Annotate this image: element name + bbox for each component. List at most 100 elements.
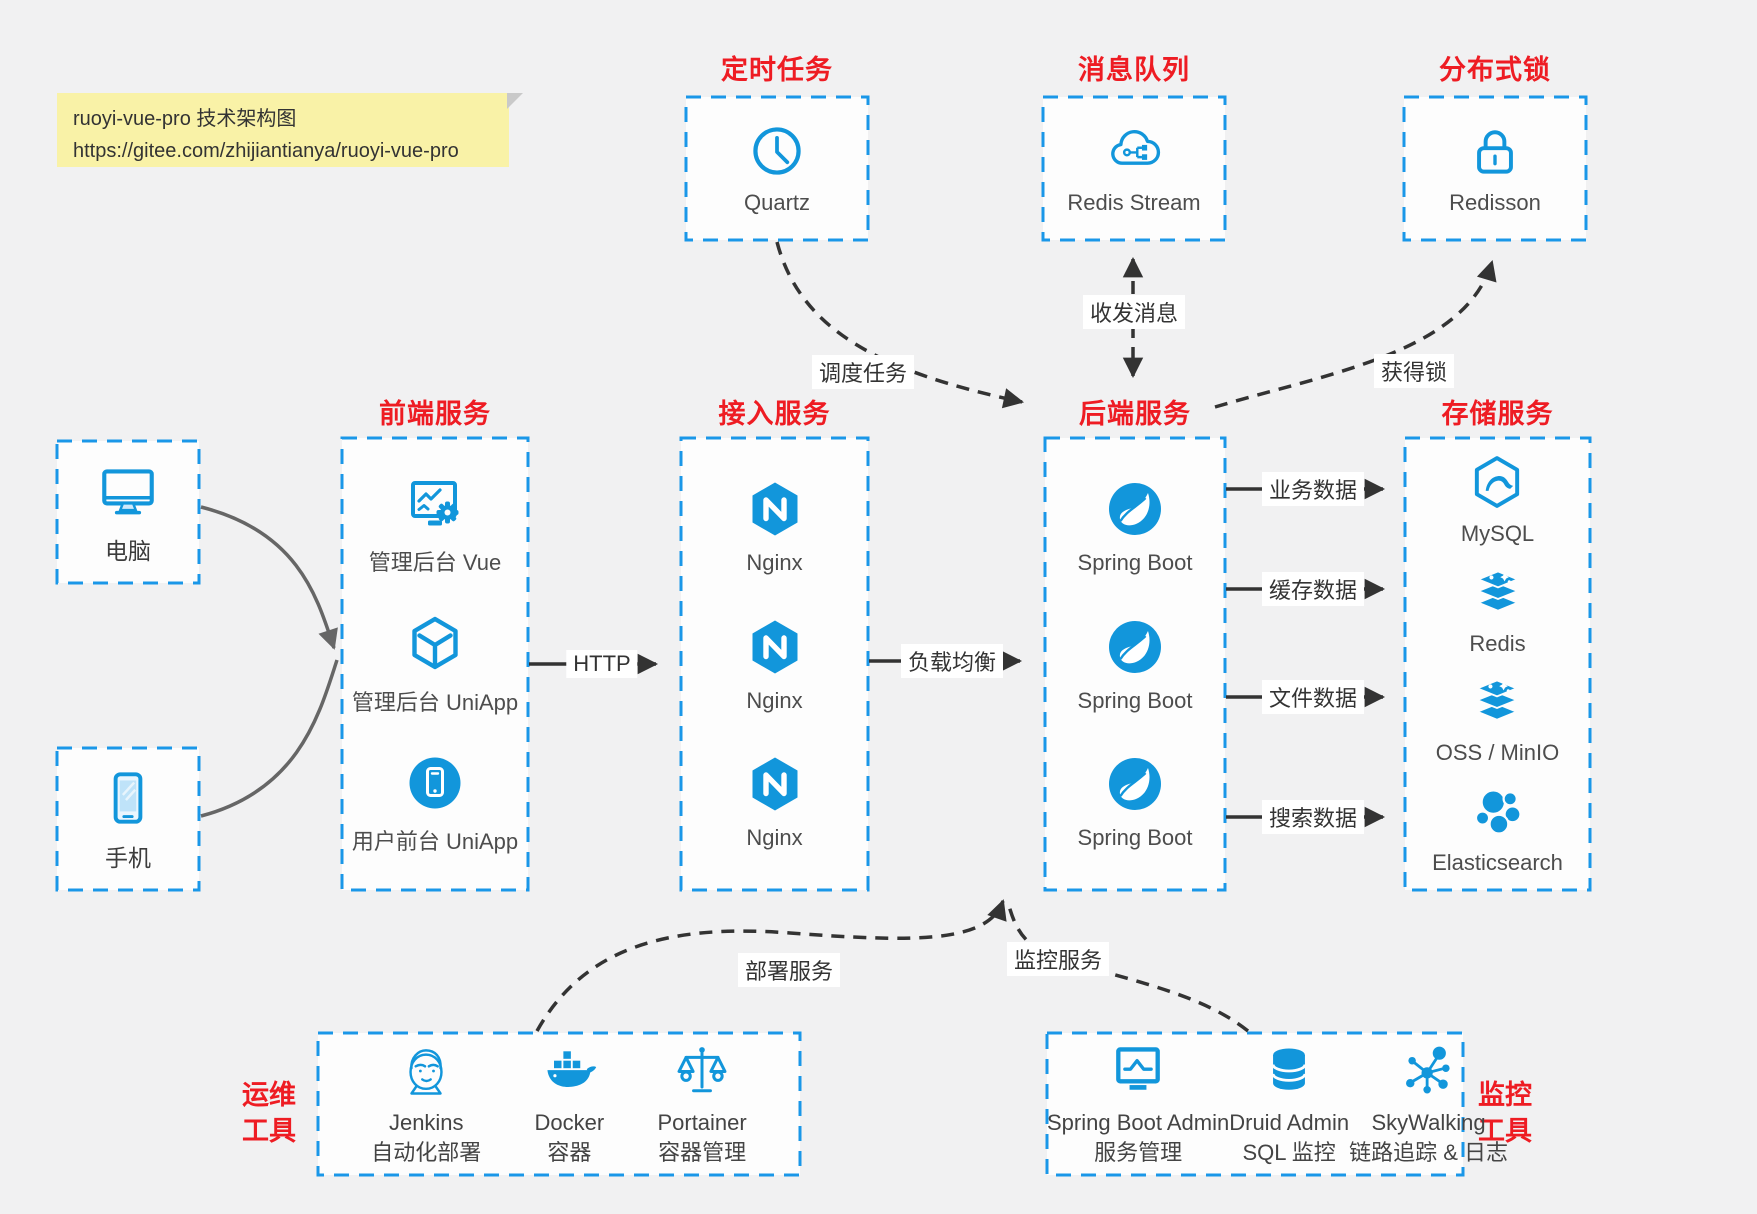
redisson-label: Redisson bbox=[1449, 190, 1541, 215]
gateway-item-nginx-2: Nginx bbox=[743, 615, 807, 714]
mysql-icon bbox=[1467, 452, 1527, 512]
backend-panel: Spring Boot Spring Boot Spring Boot bbox=[1045, 438, 1225, 890]
skywalking-icon bbox=[1399, 1041, 1459, 1101]
jenkins-icon bbox=[396, 1041, 456, 1101]
portainer-icon bbox=[672, 1041, 732, 1101]
ops-side-label: 运维 工具 bbox=[242, 1080, 296, 1146]
admin-vue-icon bbox=[403, 472, 467, 536]
nginx-label: Nginx bbox=[746, 549, 803, 575]
admin-uniapp-label: 管理后台 UniApp bbox=[351, 689, 519, 715]
elasticsearch-icon bbox=[1468, 781, 1528, 841]
elasticsearch-label: Elasticsearch bbox=[1432, 849, 1563, 875]
title-message-queue: 消息队列 bbox=[1078, 55, 1190, 85]
spring-boot-admin-icon bbox=[1108, 1041, 1168, 1101]
skywalking-sublabel: 链路追踪 & 日志 bbox=[1349, 1139, 1508, 1165]
note-url: https://gitee.com/zhijiantianya/ruoyi-vu… bbox=[73, 140, 459, 162]
title-distributed-lock: 分布式锁 bbox=[1439, 55, 1551, 85]
nginx-icon bbox=[743, 477, 807, 541]
storage-panel: MySQL Redis OSS / MinIO Elasticsearch bbox=[1405, 438, 1590, 890]
nginx-label: Nginx bbox=[746, 687, 803, 713]
gateway-panel: Nginx Nginx Nginx bbox=[681, 438, 868, 890]
spring-boot-icon bbox=[1103, 615, 1167, 679]
monitoring-panel: Spring Boot Admin 服务管理 Druid Admin SQL 监… bbox=[1047, 1033, 1508, 1175]
frontend-item-user-uniapp: 用户前台 UniApp bbox=[352, 751, 518, 856]
storage-item-oss: OSS / MinIO bbox=[1436, 671, 1559, 766]
druid-icon bbox=[1259, 1041, 1319, 1101]
redis-stream-box: Redis Stream bbox=[1043, 97, 1225, 240]
druid-label: Druid Admin bbox=[1229, 1110, 1350, 1136]
redis-stream-label: Redis Stream bbox=[1067, 190, 1201, 215]
edge-label-http: HTTP bbox=[566, 650, 638, 678]
redis-icon bbox=[1468, 562, 1528, 622]
docker-sublabel: 容器 bbox=[547, 1139, 592, 1165]
docker-label: Docker bbox=[534, 1110, 605, 1136]
edge-label-schedule: 调度任务 bbox=[811, 355, 915, 389]
frontend-panel: 管理后台 Vue 管理后台 UniApp 用户前台 UniApp bbox=[342, 438, 528, 890]
edge-label-deploy: 部署服务 bbox=[737, 953, 841, 987]
mysql-label: MySQL bbox=[1460, 521, 1535, 547]
desktop-icon bbox=[95, 458, 161, 524]
oss-label: OSS / MinIO bbox=[1435, 740, 1560, 766]
spring-boot-label: Spring Boot bbox=[1077, 825, 1193, 851]
phone-box: 手机 bbox=[57, 748, 199, 890]
title-frontend: 前端服务 bbox=[379, 399, 491, 429]
edge-label-load-balance: 负载均衡 bbox=[900, 644, 1004, 678]
gateway-item-nginx-1: Nginx bbox=[743, 477, 807, 576]
jenkins-label: Jenkins bbox=[388, 1110, 464, 1136]
edge-label-search-data: 搜索数据 bbox=[1261, 800, 1365, 834]
redis-label: Redis bbox=[1469, 630, 1526, 656]
phone-label: 手机 bbox=[105, 845, 151, 871]
portainer-label: Portainer bbox=[657, 1110, 747, 1136]
nginx-icon bbox=[743, 615, 807, 679]
gateway-item-nginx-3: Nginx bbox=[743, 752, 807, 851]
monitoring-item-skywalking: SkyWalking 链路追踪 & 日志 bbox=[1349, 1041, 1508, 1166]
spring-boot-icon bbox=[1103, 477, 1167, 541]
title-storage: 存储服务 bbox=[1441, 399, 1554, 429]
spring-boot-icon bbox=[1103, 752, 1167, 816]
edge-label-monitor: 监控服务 bbox=[1006, 942, 1110, 976]
clock-icon bbox=[747, 121, 807, 181]
edge-phone-to-frontend bbox=[200, 659, 339, 818]
ops-item-jenkins: Jenkins 自动化部署 bbox=[371, 1041, 481, 1166]
storage-item-mysql: MySQL bbox=[1461, 452, 1534, 547]
ops-panel: Jenkins 自动化部署 Docker 容器 Portainer 容器管理 bbox=[318, 1033, 800, 1175]
title-backend: 后端服务 bbox=[1079, 399, 1191, 429]
sba-label: Spring Boot Admin bbox=[1047, 1110, 1230, 1136]
sba-sublabel: 服务管理 bbox=[1094, 1139, 1183, 1165]
edge-label-business-data: 业务数据 bbox=[1261, 472, 1365, 506]
skywalking-label: SkyWalking bbox=[1371, 1110, 1486, 1136]
monitoring-side-label: 监控 工具 bbox=[1478, 1080, 1532, 1146]
ops-item-portainer: Portainer 容器管理 bbox=[657, 1041, 747, 1166]
monitoring-item-sba: Spring Boot Admin 服务管理 bbox=[1047, 1041, 1229, 1166]
uniapp-cube-icon bbox=[403, 612, 467, 676]
frontend-item-admin-vue: 管理后台 Vue bbox=[369, 472, 501, 577]
redisson-box: Redisson bbox=[1404, 97, 1586, 240]
docker-icon bbox=[539, 1041, 599, 1101]
lock-icon bbox=[1465, 121, 1525, 181]
quartz-box: Quartz bbox=[686, 97, 868, 240]
backend-item-spring-3: Spring Boot bbox=[1077, 752, 1193, 851]
phone-icon bbox=[95, 765, 161, 831]
edge-label-message: 收发消息 bbox=[1082, 295, 1186, 329]
pc-box: 电脑 bbox=[57, 441, 199, 583]
spring-boot-label: Spring Boot bbox=[1077, 549, 1193, 575]
backend-item-spring-1: Spring Boot bbox=[1077, 477, 1193, 576]
object-storage-icon bbox=[1467, 671, 1527, 731]
storage-item-redis: Redis bbox=[1468, 562, 1528, 657]
edge-label-file-data: 文件数据 bbox=[1261, 680, 1365, 714]
uniapp-app-icon bbox=[403, 751, 467, 815]
cloud-message-icon bbox=[1104, 121, 1164, 181]
pc-label: 电脑 bbox=[105, 538, 151, 564]
jenkins-sublabel: 自动化部署 bbox=[371, 1139, 482, 1165]
sticky-note: ruoyi-vue-pro 技术架构图 https://gitee.com/zh… bbox=[57, 93, 523, 167]
note-title: ruoyi-vue-pro 技术架构图 bbox=[73, 108, 297, 130]
portainer-sublabel: 容器管理 bbox=[658, 1139, 747, 1165]
edge-label-acquire-lock: 获得锁 bbox=[1373, 354, 1455, 388]
admin-vue-label: 管理后台 Vue bbox=[368, 550, 502, 576]
storage-item-elasticsearch: Elasticsearch bbox=[1432, 781, 1563, 876]
edge-label-cache-data: 缓存数据 bbox=[1261, 572, 1365, 606]
user-uniapp-label: 用户前台 UniApp bbox=[351, 828, 519, 854]
nginx-icon bbox=[743, 752, 807, 816]
spring-boot-label: Spring Boot bbox=[1077, 687, 1193, 713]
